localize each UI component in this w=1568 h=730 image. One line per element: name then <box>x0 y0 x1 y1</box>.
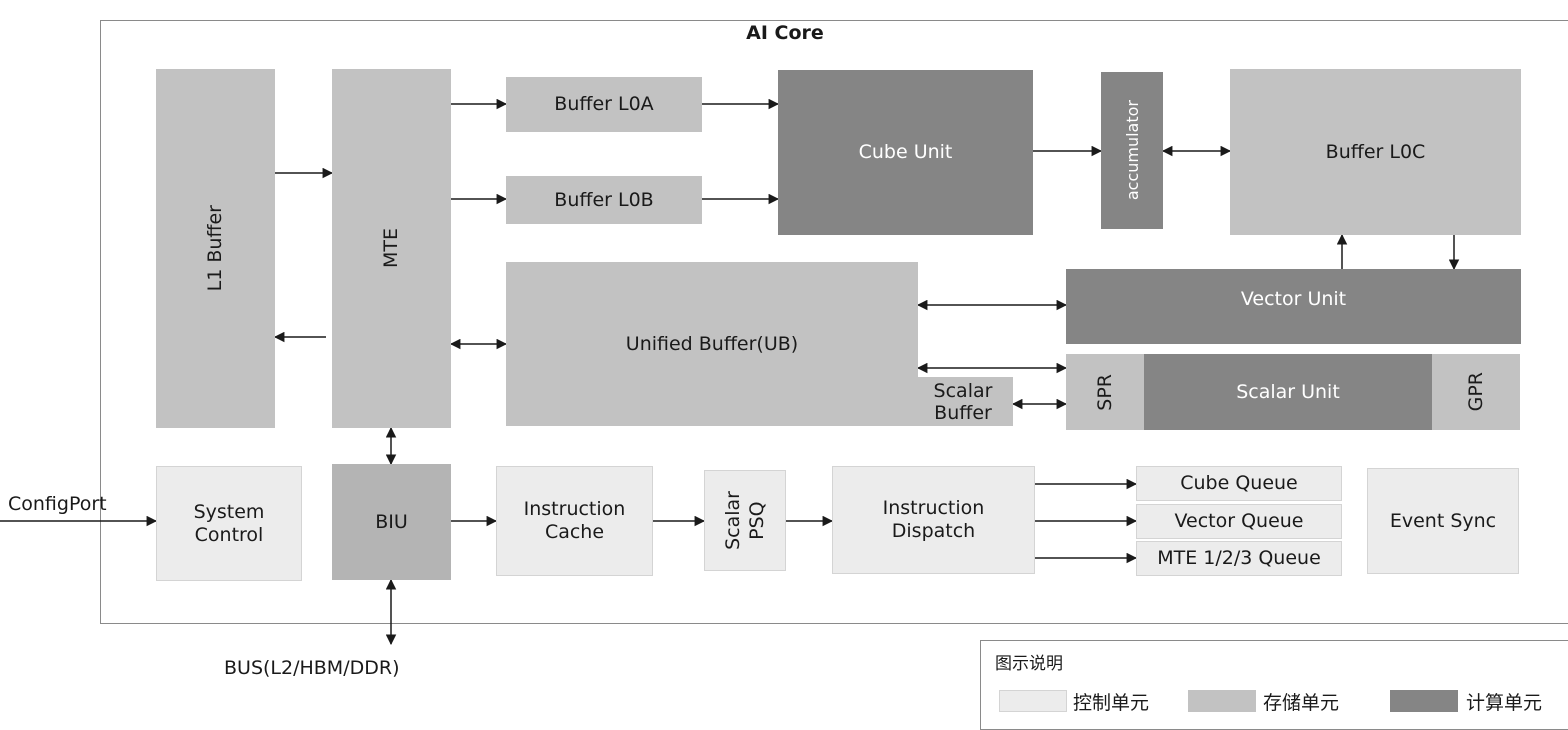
cube-queue-block: Cube Queue <box>1136 466 1342 501</box>
instruction-dispatch-block: Instruction Dispatch <box>832 466 1035 574</box>
legend: 图示说明 控制单元 存储单元 计算单元 <box>980 640 1568 730</box>
mte-block: MTE <box>332 69 451 428</box>
spr-block: SPR <box>1066 354 1144 430</box>
scalar-psq-label-1: Scalar <box>722 491 744 550</box>
scalar-psq-label-2: PSQ <box>746 501 768 540</box>
system-control-label-2: Control <box>194 523 264 546</box>
scalar-psq-label: Scalar PSQ <box>721 491 769 550</box>
instruction-dispatch-label-1: Instruction <box>882 497 985 519</box>
config-port-label: ConfigPort <box>8 493 107 515</box>
buffer-l0c-block: Buffer L0C <box>1230 69 1521 235</box>
legend-label-storage: 存储单元 <box>1263 692 1340 714</box>
scalar-unit-block: Scalar Unit <box>1144 354 1432 430</box>
scalar-buffer-label-2: Buffer <box>934 401 992 424</box>
mte-label: MTE <box>380 228 402 269</box>
accumulator-block: accumulator <box>1101 72 1163 229</box>
instruction-dispatch-label-2: Dispatch <box>891 520 976 542</box>
gpr-label: GPR <box>1464 372 1487 412</box>
buffer-l0b-block: Buffer L0B <box>506 176 702 224</box>
instruction-cache-label-2: Cache <box>544 521 605 543</box>
spr-label: SPR <box>1093 373 1116 411</box>
system-control-label-1: System <box>193 500 265 523</box>
biu-block: BIU <box>332 464 451 580</box>
legend-swatch-compute <box>1390 690 1458 712</box>
bus-label: BUS(L2/HBM/DDR) <box>224 657 400 679</box>
unified-buffer-block: Unified Buffer(UB) <box>506 262 918 426</box>
legend-swatch-control <box>999 690 1067 712</box>
scalar-psq-block: Scalar PSQ <box>704 470 786 571</box>
legend-swatch-storage <box>1188 690 1256 712</box>
legend-title: 图示说明 <box>995 654 1063 674</box>
buffer-l0a-block: Buffer L0A <box>506 77 702 132</box>
scalar-buffer-label-1: Scalar <box>933 379 993 402</box>
system-control-block: System Control <box>156 466 302 581</box>
legend-label-compute: 计算单元 <box>1466 692 1543 714</box>
vector-queue-block: Vector Queue <box>1136 504 1342 539</box>
event-sync-block: Event Sync <box>1367 468 1519 574</box>
accumulator-label: accumulator <box>1122 100 1142 201</box>
instruction-cache-label-1: Instruction <box>523 498 626 520</box>
l1-buffer-block: L1 Buffer <box>156 69 275 428</box>
legend-label-control: 控制单元 <box>1073 692 1150 714</box>
l1-buffer-label: L1 Buffer <box>204 205 226 292</box>
cube-unit-block: Cube Unit <box>778 70 1033 235</box>
diagram-title: AI Core <box>746 22 824 44</box>
ai-core-frame <box>100 20 1568 624</box>
gpr-block: GPR <box>1432 354 1520 430</box>
vector-unit-block: Vector Unit <box>1066 269 1521 344</box>
mte-queue-block: MTE 1/2/3 Queue <box>1136 541 1342 576</box>
scalar-buffer-block: Scalar Buffer <box>913 377 1013 426</box>
instruction-cache-block: Instruction Cache <box>496 466 653 576</box>
